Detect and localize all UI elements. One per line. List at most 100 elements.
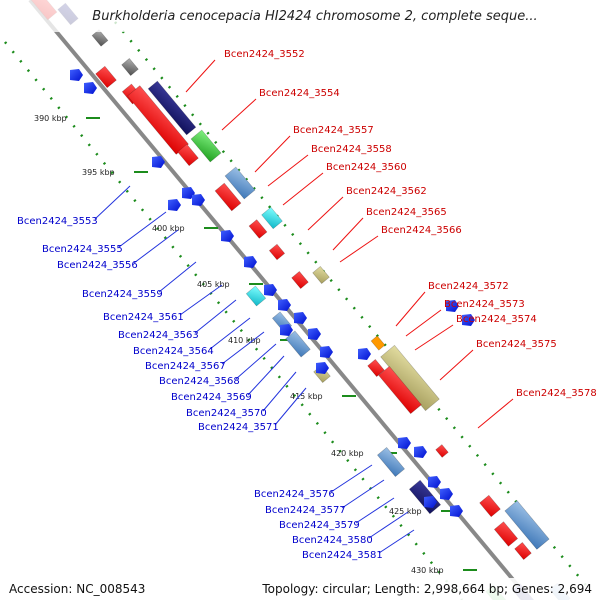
reverse-gene-label: Bcen2424_3568 [159, 376, 240, 387]
reverse-gene-arrow [462, 314, 475, 326]
forward-leader-line [395, 291, 426, 327]
reverse-gene-arrow [414, 446, 427, 458]
reverse-leader-line [118, 211, 167, 248]
gene-feature [378, 365, 422, 415]
map-footer: Accession: NC_008543 Topology: circular;… [0, 578, 600, 600]
gene-feature [147, 80, 197, 136]
gene-feature [493, 521, 519, 547]
forward-gene-label: Bcen2424_3572 [428, 281, 509, 292]
reverse-gene-label: Bcen2424_3576 [254, 489, 335, 500]
gene-feature [367, 358, 385, 378]
reverse-gene-label: Bcen2424_3561 [103, 312, 184, 323]
reverse-leader-line [355, 497, 395, 524]
forward-gene-label: Bcen2424_3562 [346, 186, 427, 197]
reverse-leader-line [235, 343, 277, 380]
tick-label: 395 kbp [82, 168, 115, 177]
reverse-leader-line [274, 387, 307, 426]
gene-feature [214, 182, 242, 212]
map-title: Burkholderia cenocepacia HI2424 chromoso… [0, 0, 600, 32]
reverse-gene-arrow [450, 505, 463, 517]
reverse-leader-line [247, 355, 285, 396]
reverse-gene-arrow [221, 230, 234, 242]
forward-leader-line [185, 59, 216, 93]
reverse-leader-line [209, 317, 251, 350]
reverse-gene-arrow [152, 156, 165, 168]
gene-feature [190, 129, 222, 163]
gene-feature [514, 541, 532, 561]
gene-feature [377, 446, 405, 478]
forward-leader-line [307, 196, 344, 231]
reverse-gene-arrow [320, 346, 333, 358]
reverse-gene-arrow [358, 348, 371, 360]
gene-feature [291, 270, 309, 290]
forward-gene-label: Bcen2424_3578 [516, 388, 597, 399]
reverse-gene-arrow [316, 362, 329, 374]
forward-leader-line [405, 309, 442, 337]
reverse-gene-arrow [182, 187, 195, 199]
reverse-gene-arrow [264, 284, 277, 296]
forward-gene-label: Bcen2424_3554 [259, 88, 340, 99]
gene-feature [95, 65, 117, 89]
gene-feature [370, 335, 386, 351]
reverse-gene-label: Bcen2424_3577 [265, 505, 346, 516]
forward-gene-label: Bcen2424_3574 [456, 314, 537, 325]
tick-label: 420 kbp [331, 449, 364, 458]
reverse-gene-arrow [294, 312, 307, 324]
reverse-gene-label: Bcen2424_3579 [279, 520, 360, 531]
gene-feature [224, 166, 256, 200]
gene-feature [479, 494, 501, 518]
forward-gene-label: Bcen2424_3566 [381, 225, 462, 236]
forward-leader-line [221, 98, 257, 131]
reverse-leader-line [158, 261, 197, 293]
reverse-leader-line [378, 529, 415, 554]
reverse-gene-arrow [168, 199, 181, 211]
forward-gene-label: Bcen2424_3565 [366, 207, 447, 218]
reverse-gene-arrow [244, 256, 257, 268]
forward-gene-label: Bcen2424_3575 [476, 339, 557, 350]
gene-feature [245, 285, 267, 307]
forward-leader-line [414, 324, 454, 351]
forward-leader-line [439, 349, 474, 381]
reverse-gene-arrow [84, 82, 97, 94]
reverse-leader-line [262, 371, 297, 412]
gene-feature [268, 243, 286, 261]
gene-feature [312, 265, 330, 285]
reverse-gene-arrow [428, 476, 441, 488]
accession-text: Accession: NC_008543 [9, 582, 146, 596]
reverse-leader-line [341, 479, 385, 509]
gene-feature [435, 444, 449, 458]
reverse-gene-label: Bcen2424_3553 [17, 216, 98, 227]
reverse-gene-label: Bcen2424_3581 [302, 550, 383, 561]
reverse-leader-line [221, 331, 265, 365]
tick-label: 405 kbp [197, 280, 230, 289]
gene-feature [91, 29, 109, 47]
reverse-gene-label: Bcen2424_3571 [198, 422, 279, 433]
tick-label: 400 kbp [152, 224, 185, 233]
reverse-gene-arrow [70, 69, 83, 81]
forward-gene-label: Bcen2424_3573 [444, 299, 525, 310]
reverse-leader-line [368, 511, 409, 539]
reverse-gene-arrow [308, 328, 321, 340]
reverse-gene-label: Bcen2424_3564 [133, 346, 214, 357]
topology-info-text: Topology: circular; Length: 2,998,664 bp… [262, 582, 592, 596]
inner-guide-line [4, 41, 463, 600]
gene-feature [121, 57, 139, 77]
forward-gene-label: Bcen2424_3557 [293, 125, 374, 136]
reverse-gene-arrow [280, 324, 293, 336]
reverse-leader-line [94, 185, 131, 220]
reverse-leader-line [133, 229, 179, 264]
reverse-gene-arrow [440, 488, 453, 500]
reverse-leader-line [179, 284, 223, 316]
reverse-leader-line [194, 299, 237, 334]
forward-gene-label: Bcen2424_3558 [311, 144, 392, 155]
tick-label: 430 kbp [411, 566, 444, 575]
reverse-gene-label: Bcen2424_3569 [171, 392, 252, 403]
reverse-gene-label: Bcen2424_3567 [145, 361, 226, 372]
tick-label: 425 kbp [389, 507, 422, 516]
reverse-gene-arrow [192, 194, 205, 206]
tick-label: 390 kbp [34, 114, 67, 123]
tick-label: 415 kbp [290, 392, 323, 401]
reverse-gene-label: Bcen2424_3556 [57, 260, 138, 271]
reverse-gene-arrow [398, 437, 411, 449]
